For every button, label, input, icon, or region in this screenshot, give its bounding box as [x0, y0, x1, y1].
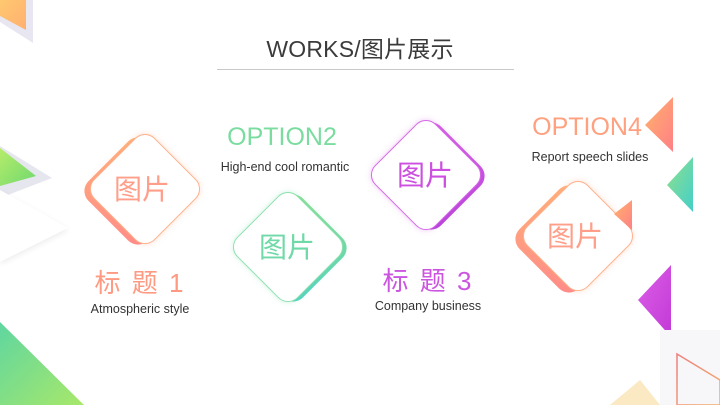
image-card-1[interactable]: 图片 — [78, 128, 206, 251]
image-placeholder-label: 图片 — [396, 160, 453, 191]
image-card-3[interactable]: 图片 — [365, 114, 491, 236]
image-card-2[interactable]: 图片 — [227, 186, 353, 308]
image-card-4[interactable]: 图片 — [509, 175, 639, 299]
image-placeholder-label: 图片 — [113, 174, 170, 205]
item-2-heading: OPTION2 — [227, 123, 337, 151]
image-placeholder-label: 图片 — [258, 232, 315, 263]
item-3-caption: Company business — [374, 299, 482, 313]
item-1-caption: Atmospheric style — [90, 302, 190, 316]
decorative-triangle — [614, 200, 632, 230]
image-placeholder-label: 图片 — [546, 221, 603, 252]
page-title: WORKS/图片展示 — [266, 36, 454, 62]
title-divider — [217, 69, 514, 70]
item-4-caption: Report speech slides — [531, 150, 649, 164]
item-3-heading: 标 题 3 — [382, 266, 474, 296]
item-2-caption: High-end cool romantic — [220, 160, 350, 174]
item-4-heading: OPTION4 — [532, 113, 642, 141]
item-1-heading: 标 题 1 — [94, 268, 186, 298]
